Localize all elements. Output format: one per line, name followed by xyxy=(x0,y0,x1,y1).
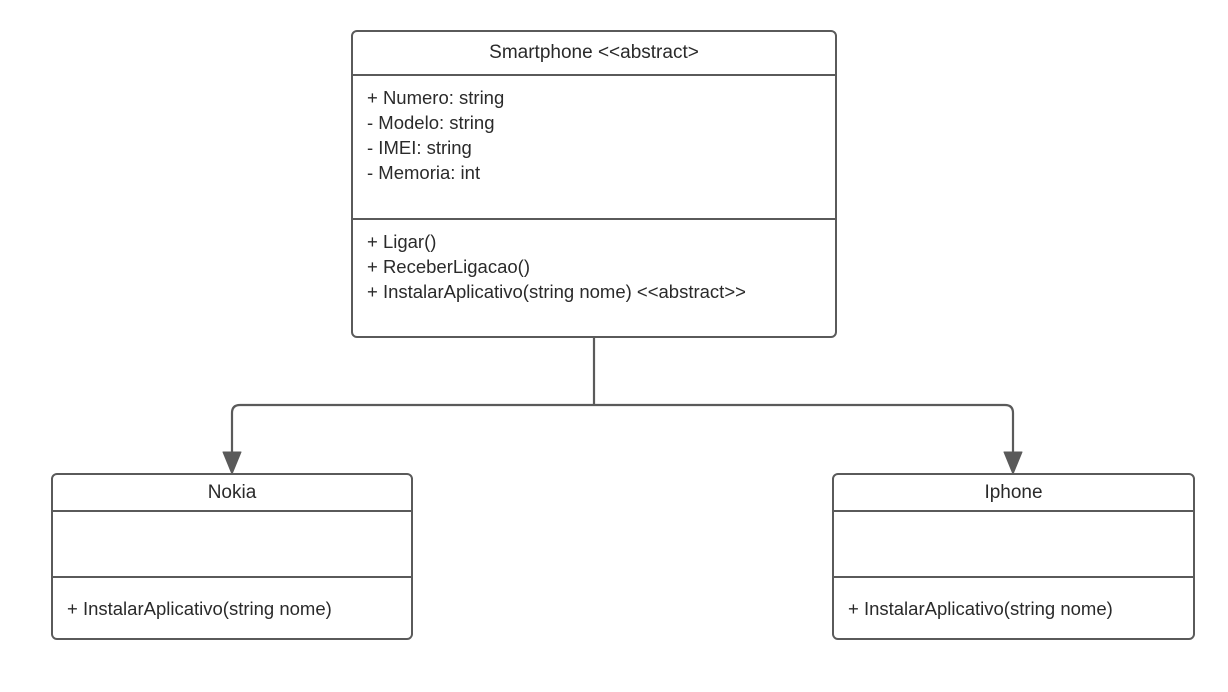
arrowhead-nokia xyxy=(222,451,242,475)
operation-row: + Ligar() xyxy=(367,231,437,252)
attribute-row: - Memoria: int xyxy=(367,162,481,183)
connector-branch-nokia xyxy=(230,403,594,462)
class-title-smartphone: Smartphone <<abstract> xyxy=(489,42,699,64)
class-title-nokia: Nokia xyxy=(207,481,257,503)
class-operations-iphone: + InstalarAplicativo(string nome) xyxy=(834,576,1193,638)
class-attributes-nokia xyxy=(53,510,411,576)
operation-row: + InstalarAplicativo(string nome) xyxy=(848,597,1113,619)
class-title-iphone: Iphone xyxy=(984,481,1043,503)
connector-branch-iphone xyxy=(594,403,1015,462)
class-attributes-iphone xyxy=(834,510,1193,576)
class-box-nokia[interactable]: Nokia + InstalarAplicativo(string nome) xyxy=(51,473,413,640)
attribute-row: - IMEI: string xyxy=(367,137,472,158)
attribute-row: + Numero: string xyxy=(367,87,505,108)
operation-row: + InstalarAplicativo(string nome) xyxy=(67,597,332,619)
class-operations-nokia: + InstalarAplicativo(string nome) xyxy=(53,576,411,638)
class-box-iphone[interactable]: Iphone + InstalarAplicativo(string nome) xyxy=(832,473,1195,640)
attribute-row: - Modelo: string xyxy=(367,112,495,133)
operation-row: + ReceberLigacao() xyxy=(367,256,530,277)
class-operations-smartphone: + Ligar() + ReceberLigacao() + InstalarA… xyxy=(353,218,835,336)
operation-row: + InstalarAplicativo(string nome) <<abst… xyxy=(367,281,746,302)
class-box-smartphone[interactable]: Smartphone <<abstract> + Numero: string … xyxy=(351,30,837,338)
arrowhead-iphone xyxy=(1003,451,1023,475)
class-attributes-smartphone: + Numero: string - Modelo: string - IMEI… xyxy=(353,74,835,218)
